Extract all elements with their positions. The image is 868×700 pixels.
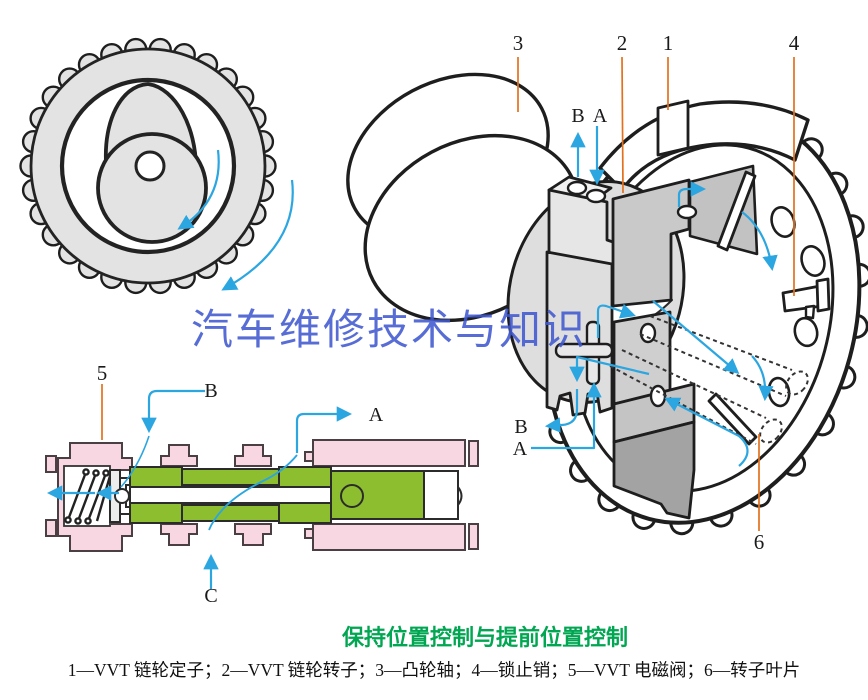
- sleeve-notch: [304, 451, 314, 462]
- flow-arrow-a-side: [531, 381, 602, 450]
- rotor-vane-lower: [707, 392, 758, 446]
- cam-base-circle: [96, 132, 208, 244]
- port-boss: [234, 523, 272, 546]
- callout-4: 4: [789, 31, 800, 55]
- lock-pin-head: [815, 277, 831, 313]
- rotor-oil-hole: [676, 204, 698, 220]
- stator-bolt-hole: [800, 245, 826, 277]
- cutaway-blocks: [545, 175, 696, 520]
- chain-sprocket-front-view: [19, 37, 294, 295]
- flow-arrow: [677, 181, 707, 207]
- callout-valve-c: C: [204, 585, 217, 607]
- spool-bar: [181, 504, 280, 522]
- rotor-vane-upper: [716, 170, 757, 252]
- block-bottom-lower: [612, 420, 696, 520]
- shaft-oil-hole: [639, 322, 657, 344]
- spool-stem: [129, 486, 332, 504]
- spool-bar: [181, 468, 280, 486]
- callout-6: 6: [754, 530, 765, 554]
- rotation-arrow-outer: [221, 179, 294, 291]
- figure-legend: 1—VVT 链轮定子；2—VVT 链轮转子；3—凸轮轴；4—锁止销；5—VVT …: [67, 660, 801, 680]
- shaft-center-hole: [134, 150, 166, 182]
- oil-port-a-hole: [585, 188, 607, 204]
- valve-flow-arrows: [46, 389, 353, 589]
- lock-pin: [781, 277, 831, 320]
- callout-port-b-top: B: [571, 105, 584, 127]
- port-boss: [234, 444, 272, 467]
- callout-5: 5: [97, 361, 108, 385]
- lock-pin-foot: [804, 304, 816, 320]
- flow-arrow-b-side: [544, 389, 579, 433]
- port-b-arrow: [141, 389, 205, 434]
- stator-bolt-hole: [793, 316, 819, 348]
- port-boss: [160, 444, 198, 467]
- callout-2: 2: [617, 31, 628, 55]
- flow-arrow: [664, 397, 749, 467]
- port-a-arrow: [295, 406, 353, 453]
- callout-1: 1: [663, 31, 674, 55]
- valve-sleeve-bottom: [312, 523, 466, 551]
- vvt-solenoid-valve-section: 5 B A C: [45, 361, 479, 607]
- detent-ball: [340, 484, 364, 508]
- port-boss: [160, 523, 198, 546]
- flow-arrow: [751, 355, 774, 402]
- oil-pipe-horizontal: [554, 342, 614, 359]
- valve-sleeve-end: [468, 523, 479, 550]
- callout-port-b-side: B: [514, 416, 527, 438]
- sleeve-notch: [304, 528, 314, 539]
- spool-ball: [114, 488, 130, 504]
- callout-port-a-side: A: [513, 438, 528, 460]
- spool-land-right: [330, 470, 425, 520]
- stator-lug: [656, 99, 690, 157]
- vvt-phaser-cutaway: 3 2 1 4 6 B A B A: [346, 31, 868, 554]
- valve-sleeve-end: [468, 440, 479, 467]
- housing-tab: [45, 519, 57, 537]
- port-b-trace: [120, 435, 150, 488]
- oil-port-b-hole: [566, 180, 588, 196]
- leader-2: [621, 56, 624, 194]
- leader-lines: [517, 56, 795, 531]
- callout-valve-a: A: [369, 404, 384, 426]
- port-a-trace: [208, 454, 298, 531]
- housing-tab: [45, 455, 57, 473]
- rotation-arrows: [177, 149, 294, 291]
- oil-flow-arrows: [531, 126, 778, 467]
- callout-port-a-top: A: [593, 105, 608, 127]
- valve-end-cap: [423, 470, 459, 520]
- callout-valve-b: B: [204, 380, 217, 402]
- end-cap-bump: [457, 486, 463, 506]
- figure-caption: 保持位置控制与提前位置控制: [341, 626, 629, 651]
- flow-arrow: [741, 211, 778, 272]
- flow-arrow: [569, 355, 650, 383]
- callout-3: 3: [513, 31, 524, 55]
- flow-arrow: [596, 303, 636, 338]
- flow-arrow: [652, 300, 740, 374]
- stator-housing-arc: [598, 99, 810, 192]
- rotation-arrow-inner: [177, 149, 220, 230]
- watermark: 汽车维修技术与知识: [191, 305, 588, 354]
- valve-sleeve-top: [312, 439, 466, 467]
